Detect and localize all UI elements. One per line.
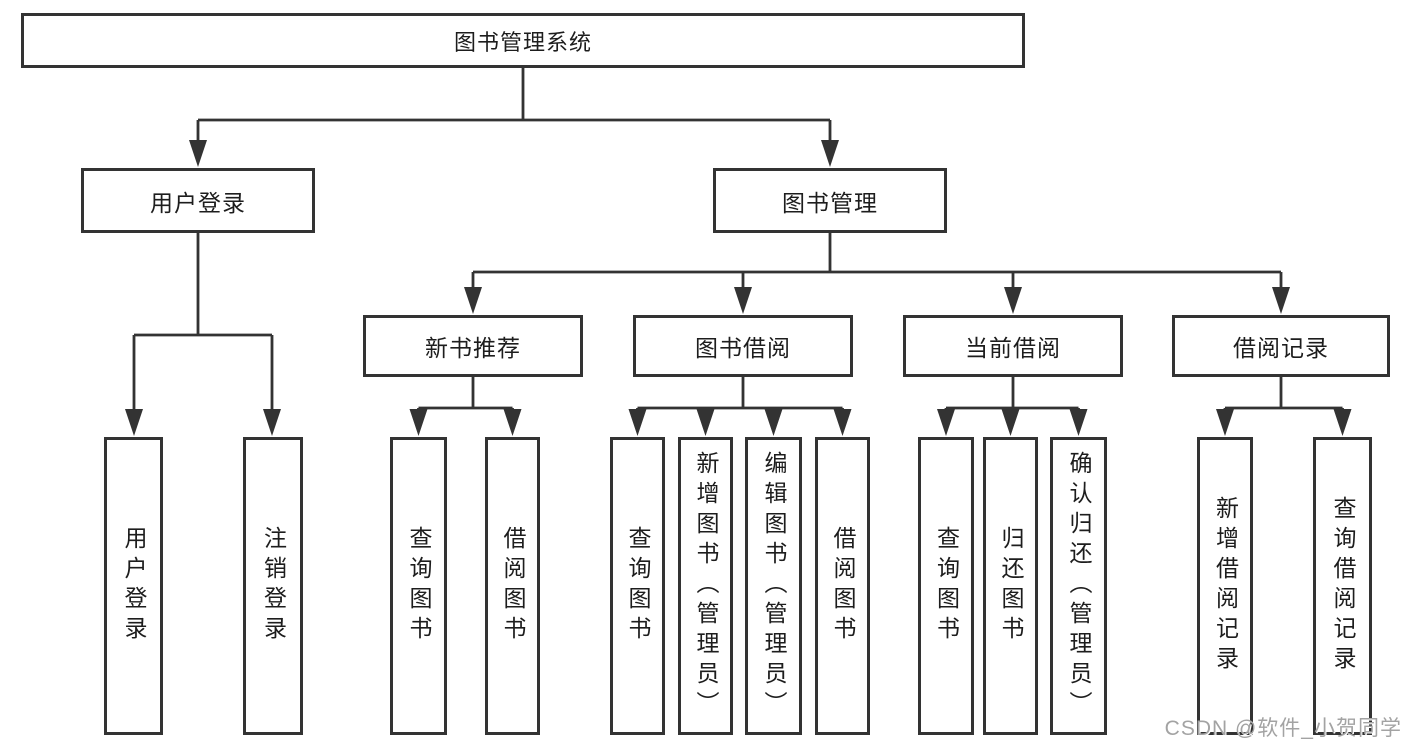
leaf-records-query-record-label: 查询借阅记录 — [1330, 496, 1356, 676]
leaf-borrow-add-books-admin-label: 新增图书（管理员） — [693, 451, 719, 721]
leaf-logout: 注销登录 — [243, 437, 303, 735]
leaf-borrow-add-books-admin: 新增图书（管理员） — [678, 437, 733, 735]
node-book-borrow: 图书借阅 — [633, 315, 853, 377]
node-borrow-records: 借阅记录 — [1172, 315, 1390, 377]
node-root: 图书管理系统 — [21, 13, 1025, 68]
connector-new-book-recommend — [409, 377, 522, 436]
node-root-label: 图书管理系统 — [453, 29, 592, 55]
leaf-borrow-borrow-books: 借阅图书 — [815, 437, 870, 735]
node-book-management-label: 图书管理 — [782, 189, 878, 216]
leaf-borrow-borrow-books-label: 借阅图书 — [830, 526, 856, 646]
leaf-current-return-books-label: 归还图书 — [998, 526, 1024, 646]
leaf-current-query-books-label: 查询图书 — [933, 526, 960, 646]
leaf-borrow-edit-books-admin-label: 编辑图书（管理员） — [761, 451, 787, 721]
node-current-borrow-label: 当前借阅 — [965, 335, 1061, 361]
leaf-records-query-record: 查询借阅记录 — [1313, 437, 1372, 735]
leaf-records-add-record-label: 新增借阅记录 — [1212, 496, 1239, 676]
node-new-book-recommend: 新书推荐 — [363, 315, 583, 377]
connector-user-login — [125, 233, 281, 436]
leaf-current-query-books: 查询图书 — [918, 437, 974, 735]
connector-book-borrow — [628, 377, 852, 436]
node-book-management: 图书管理 — [713, 168, 947, 233]
node-user-login-label: 用户登录 — [150, 189, 246, 216]
leaf-logout-label: 注销登录 — [260, 526, 287, 646]
leaf-current-confirm-return-admin: 确认归还（管理员） — [1050, 437, 1107, 735]
node-new-book-recommend-label: 新书推荐 — [425, 335, 521, 361]
leaf-recommend-query-books-label: 查询图书 — [406, 526, 432, 646]
leaf-recommend-borrow-books: 借阅图书 — [485, 437, 540, 735]
leaf-current-confirm-return-admin-label: 确认归还（管理员） — [1066, 451, 1092, 721]
node-book-borrow-label: 图书借阅 — [695, 335, 791, 361]
connector-current-borrow — [937, 377, 1088, 436]
leaf-user-login: 用户登录 — [104, 437, 163, 735]
connector-book-management — [464, 233, 1290, 314]
node-borrow-records-label: 借阅记录 — [1233, 335, 1329, 361]
node-current-borrow: 当前借阅 — [903, 315, 1123, 377]
watermark: CSDN @软件_小贺同学 — [1164, 717, 1402, 740]
leaf-records-add-record: 新增借阅记录 — [1197, 437, 1253, 735]
leaf-current-return-books: 归还图书 — [983, 437, 1038, 735]
leaf-borrow-edit-books-admin: 编辑图书（管理员） — [745, 437, 802, 735]
leaf-borrow-query-books: 查询图书 — [610, 437, 665, 735]
leaf-borrow-query-books-label: 查询图书 — [625, 526, 651, 646]
connector-borrow-records — [1216, 377, 1352, 436]
node-user-login: 用户登录 — [81, 168, 315, 233]
leaf-recommend-query-books: 查询图书 — [390, 437, 447, 735]
connector-root — [189, 68, 839, 167]
leaf-recommend-borrow-books-label: 借阅图书 — [500, 526, 526, 646]
leaf-user-login-label: 用户登录 — [121, 526, 147, 646]
